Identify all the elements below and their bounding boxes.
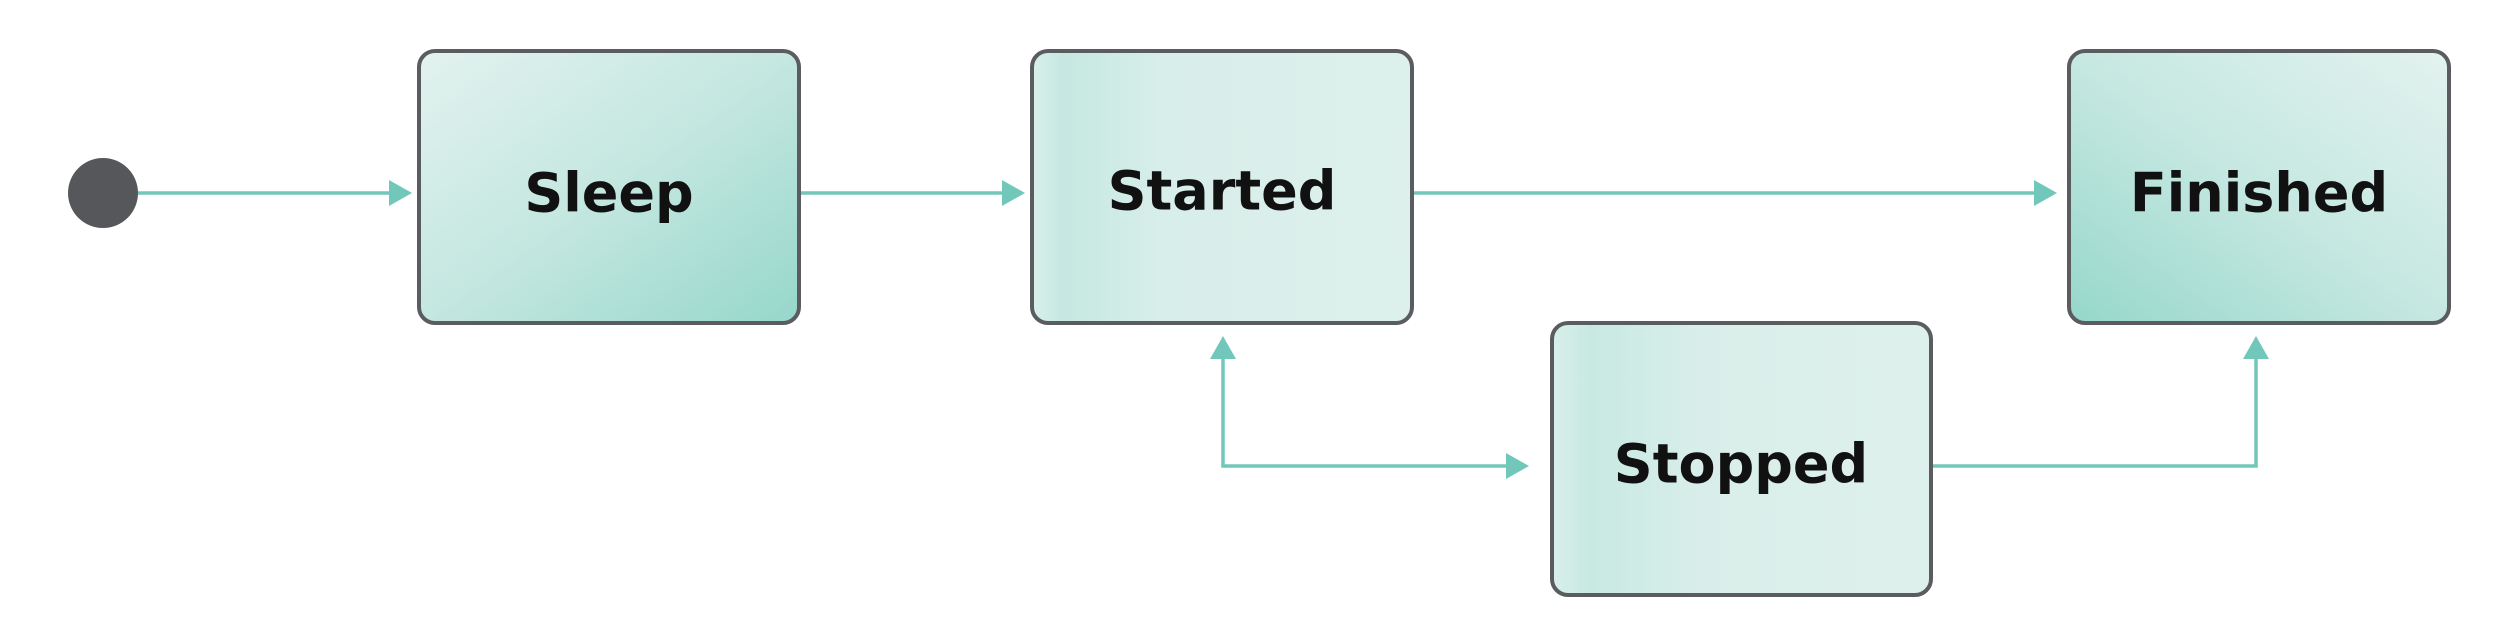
state-started-label: Started	[1108, 160, 1337, 223]
arrow-head-finished	[2034, 180, 2057, 206]
arrow-head-stopped	[1506, 453, 1529, 479]
state-sleep-label: Sleep	[524, 162, 693, 225]
initial-state-node	[68, 158, 138, 228]
state-finished-label: Finished	[2130, 162, 2388, 225]
state-stopped-box	[1550, 321, 1933, 597]
state-started[interactable]: Started	[1030, 49, 1414, 325]
state-sleep[interactable]: Sleep	[417, 49, 801, 325]
arrow-head-started	[1002, 180, 1025, 206]
arrow-head-finished-from-stopped	[2243, 336, 2269, 359]
state-sleep-box	[417, 49, 801, 325]
transitions	[138, 191, 2258, 468]
arrow-head-sleep	[389, 180, 412, 206]
arrow-heads	[389, 180, 2269, 479]
state-finished-box	[2067, 49, 2451, 325]
state-stopped[interactable]: Stopped	[1550, 321, 1933, 597]
state-finished[interactable]: Finished	[2067, 49, 2451, 325]
edge-started-stopped	[1221, 356, 1512, 468]
state-started-box	[1030, 49, 1414, 325]
edge-stopped-to-finished	[1931, 356, 2258, 468]
state-stopped-label: Stopped	[1614, 433, 1868, 496]
arrow-head-started-from-stopped	[1210, 336, 1236, 359]
